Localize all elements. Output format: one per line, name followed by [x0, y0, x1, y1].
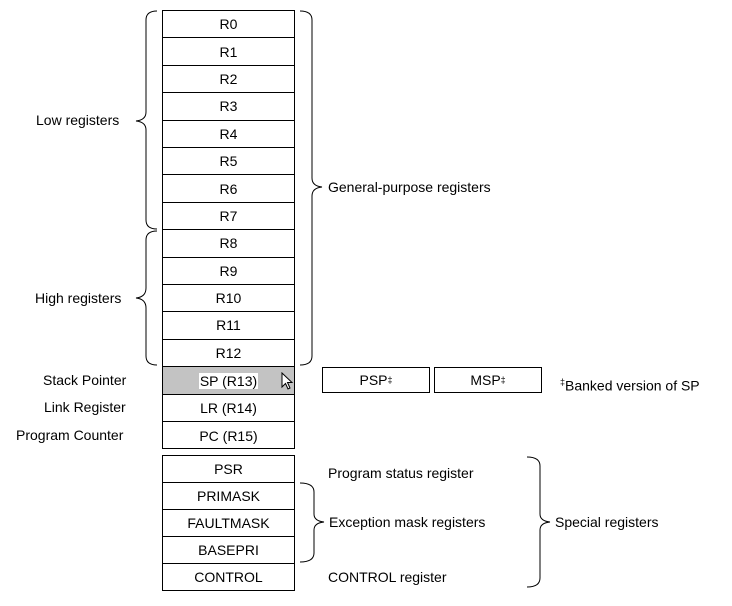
general-register-column: R0 R1 R2 R3 R4 R5 R6 R7 R8 R9 R10 R11 R1…: [162, 10, 295, 367]
high-brace: [135, 230, 158, 366]
register-pc: PC (R15): [199, 427, 258, 444]
msp-label: MSP: [470, 372, 501, 388]
register-r7: R7: [163, 203, 294, 231]
register-r2: R2: [163, 66, 294, 94]
exception-brace: [299, 482, 325, 563]
banked-note-text: Banked version of SP: [565, 377, 700, 394]
register-r11: R11: [163, 312, 294, 340]
register-r4: R4: [163, 121, 294, 148]
high-registers-label: High registers: [35, 290, 122, 306]
register-control: CONTROL: [194, 569, 263, 585]
general-purpose-label: General-purpose registers: [328, 179, 491, 195]
banked-note-mark: ‡: [560, 377, 566, 387]
register-r8: R8: [163, 230, 294, 258]
psp-box: PSP‡: [322, 367, 430, 393]
stack-pointer-label: Stack Pointer: [43, 372, 127, 388]
register-r12: R12: [215, 345, 242, 362]
register-r6: R6: [163, 175, 294, 203]
link-register-label: Link Register: [44, 399, 126, 415]
general-brace: [299, 10, 323, 366]
register-r5: R5: [163, 148, 294, 176]
register-primask: PRIMASK: [163, 483, 294, 510]
named-register-column: SP (R13) LR (R14) PC (R15): [162, 366, 295, 449]
low-registers-label: Low registers: [36, 112, 120, 128]
msp-mark: ‡: [500, 375, 506, 385]
special-brace: [526, 456, 551, 588]
low-brace: [135, 10, 158, 230]
exception-mask-label: Exception mask registers: [329, 514, 486, 530]
register-r9: R9: [163, 258, 294, 285]
mouse-pointer-icon: [281, 372, 294, 390]
control-register-label: CONTROL register: [328, 569, 447, 585]
psp-label: PSP: [359, 372, 388, 388]
register-sp-label: SP (R13): [198, 372, 259, 389]
register-r10: R10: [163, 285, 294, 313]
register-r3: R3: [163, 93, 294, 121]
psp-mark: ‡: [387, 375, 393, 385]
banked-note: ‡Banked version of SP: [560, 374, 700, 394]
register-basepri: BASEPRI: [163, 537, 294, 564]
register-faultmask: FAULTMASK: [163, 510, 294, 537]
register-r1: R1: [163, 38, 294, 66]
psr-label: Program status register: [328, 465, 474, 481]
msp-box: MSP‡: [434, 367, 542, 393]
special-register-column: PSR PRIMASK FAULTMASK BASEPRI CONTROL: [162, 455, 295, 591]
special-registers-label: Special registers: [555, 514, 659, 530]
register-r0: R0: [163, 11, 294, 39]
register-psr: PSR: [163, 456, 294, 483]
register-lr: LR (R14): [163, 395, 294, 422]
program-counter-label: Program Counter: [16, 427, 124, 443]
register-sp[interactable]: SP (R13): [163, 367, 294, 395]
